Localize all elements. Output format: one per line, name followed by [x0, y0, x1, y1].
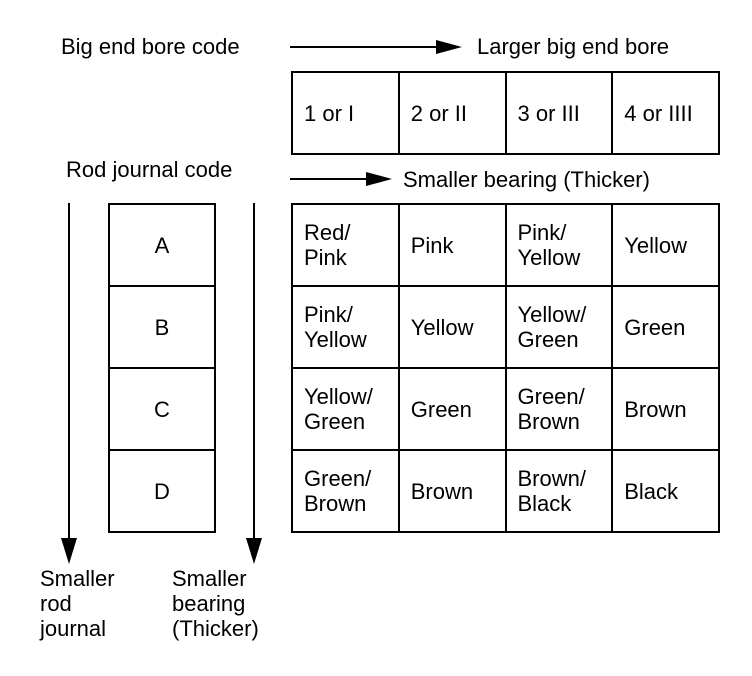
table-row: Pink/ Yellow Yellow Yellow/ Green Green: [291, 285, 720, 369]
bore-code-cell-1: 1 or I: [291, 71, 400, 155]
big-end-bore-code-label: Big end bore code: [61, 34, 240, 59]
smaller-bearing-label: Smaller bearing (Thicker): [403, 167, 650, 192]
larger-big-end-bore-label: Larger big end bore: [477, 34, 670, 59]
bore-code-cell-2: 2 or II: [397, 71, 507, 155]
left-arrow-shaft: [68, 203, 70, 541]
color-cell: Brown: [611, 367, 720, 451]
color-cell: Green: [611, 285, 720, 369]
table-row: D: [108, 449, 216, 533]
rod-journal-arrow-head-icon: [366, 172, 392, 186]
color-cell: Yellow/ Green: [504, 285, 614, 369]
smaller-rod-journal-label: Smaller rod journal: [40, 566, 115, 641]
journal-code-cell-a: A: [108, 203, 216, 287]
table-row: B: [108, 285, 216, 369]
table-row: Yellow/ Green Green Green/ Brown Brown: [291, 367, 720, 451]
table-row: C: [108, 367, 216, 451]
right-arrow-head-icon: [246, 538, 262, 564]
bore-code-cell-4: 4 or IIII: [611, 71, 720, 155]
big-end-arrow-head-icon: [436, 40, 462, 54]
table-row: Green/ Brown Brown Brown/ Black Black: [291, 449, 720, 533]
right-arrow-shaft: [253, 203, 255, 541]
table-row: 1 or I 2 or II 3 or III 4 or IIII: [291, 71, 720, 155]
color-cell: Green/ Brown: [504, 367, 614, 451]
color-cell: Pink/ Yellow: [291, 285, 400, 369]
color-cell: Brown/ Black: [504, 449, 614, 533]
journal-code-cell-b: B: [108, 285, 216, 369]
color-cell: Pink/ Yellow: [504, 203, 614, 287]
color-cell: Yellow: [397, 285, 507, 369]
color-cell: Red/ Pink: [291, 203, 400, 287]
color-cell: Yellow/ Green: [291, 367, 400, 451]
journal-code-cell-d: D: [108, 449, 216, 533]
big-end-bore-code-table: 1 or I 2 or II 3 or III 4 or IIII: [291, 71, 720, 155]
left-arrow-head-icon: [61, 538, 77, 564]
smaller-bearing-thicker-label: Smaller bearing (Thicker): [172, 566, 259, 641]
bearing-color-table: Red/ Pink Pink Pink/ Yellow Yellow Pink/…: [291, 203, 720, 533]
color-cell: Black: [611, 449, 720, 533]
table-row: A: [108, 203, 216, 287]
color-cell: Brown: [397, 449, 507, 533]
color-cell: Yellow: [611, 203, 720, 287]
big-end-arrow-shaft: [290, 46, 438, 48]
color-cell: Green/ Brown: [291, 449, 400, 533]
journal-code-cell-c: C: [108, 367, 216, 451]
color-cell: Green: [397, 367, 507, 451]
rod-journal-code-table: A B C D: [108, 203, 216, 533]
rod-journal-arrow-shaft: [290, 178, 368, 180]
color-cell: Pink: [397, 203, 507, 287]
rod-journal-code-label: Rod journal code: [66, 157, 233, 182]
table-row: Red/ Pink Pink Pink/ Yellow Yellow: [291, 203, 720, 287]
bore-code-cell-3: 3 or III: [504, 71, 614, 155]
